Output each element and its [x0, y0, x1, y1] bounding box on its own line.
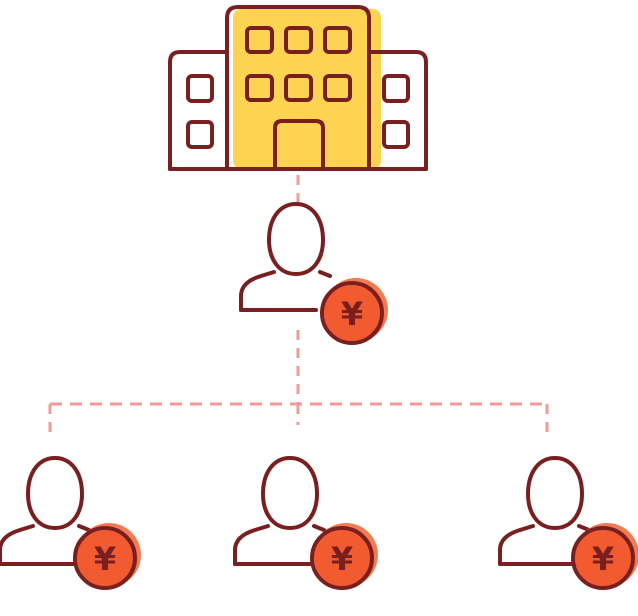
connector-lines	[48, 175, 549, 440]
person-icon	[239, 202, 332, 312]
manager-person: ¥	[239, 202, 390, 345]
yen-coin-icon: ¥	[310, 521, 380, 590]
coin-symbol: ¥	[331, 540, 353, 578]
coin-symbol: ¥	[592, 540, 614, 578]
coin-symbol: ¥	[341, 295, 363, 333]
staff-person-left: ¥	[0, 456, 143, 590]
yen-coin-icon: ¥	[73, 521, 143, 590]
staff-person-middle: ¥	[233, 456, 380, 590]
building-icon	[168, 5, 428, 171]
coin-symbol: ¥	[94, 540, 116, 578]
staff-person-right: ¥	[498, 456, 638, 590]
yen-coin-icon: ¥	[320, 276, 390, 345]
person-icon	[233, 456, 326, 566]
yen-coin-icon: ¥	[571, 521, 638, 590]
